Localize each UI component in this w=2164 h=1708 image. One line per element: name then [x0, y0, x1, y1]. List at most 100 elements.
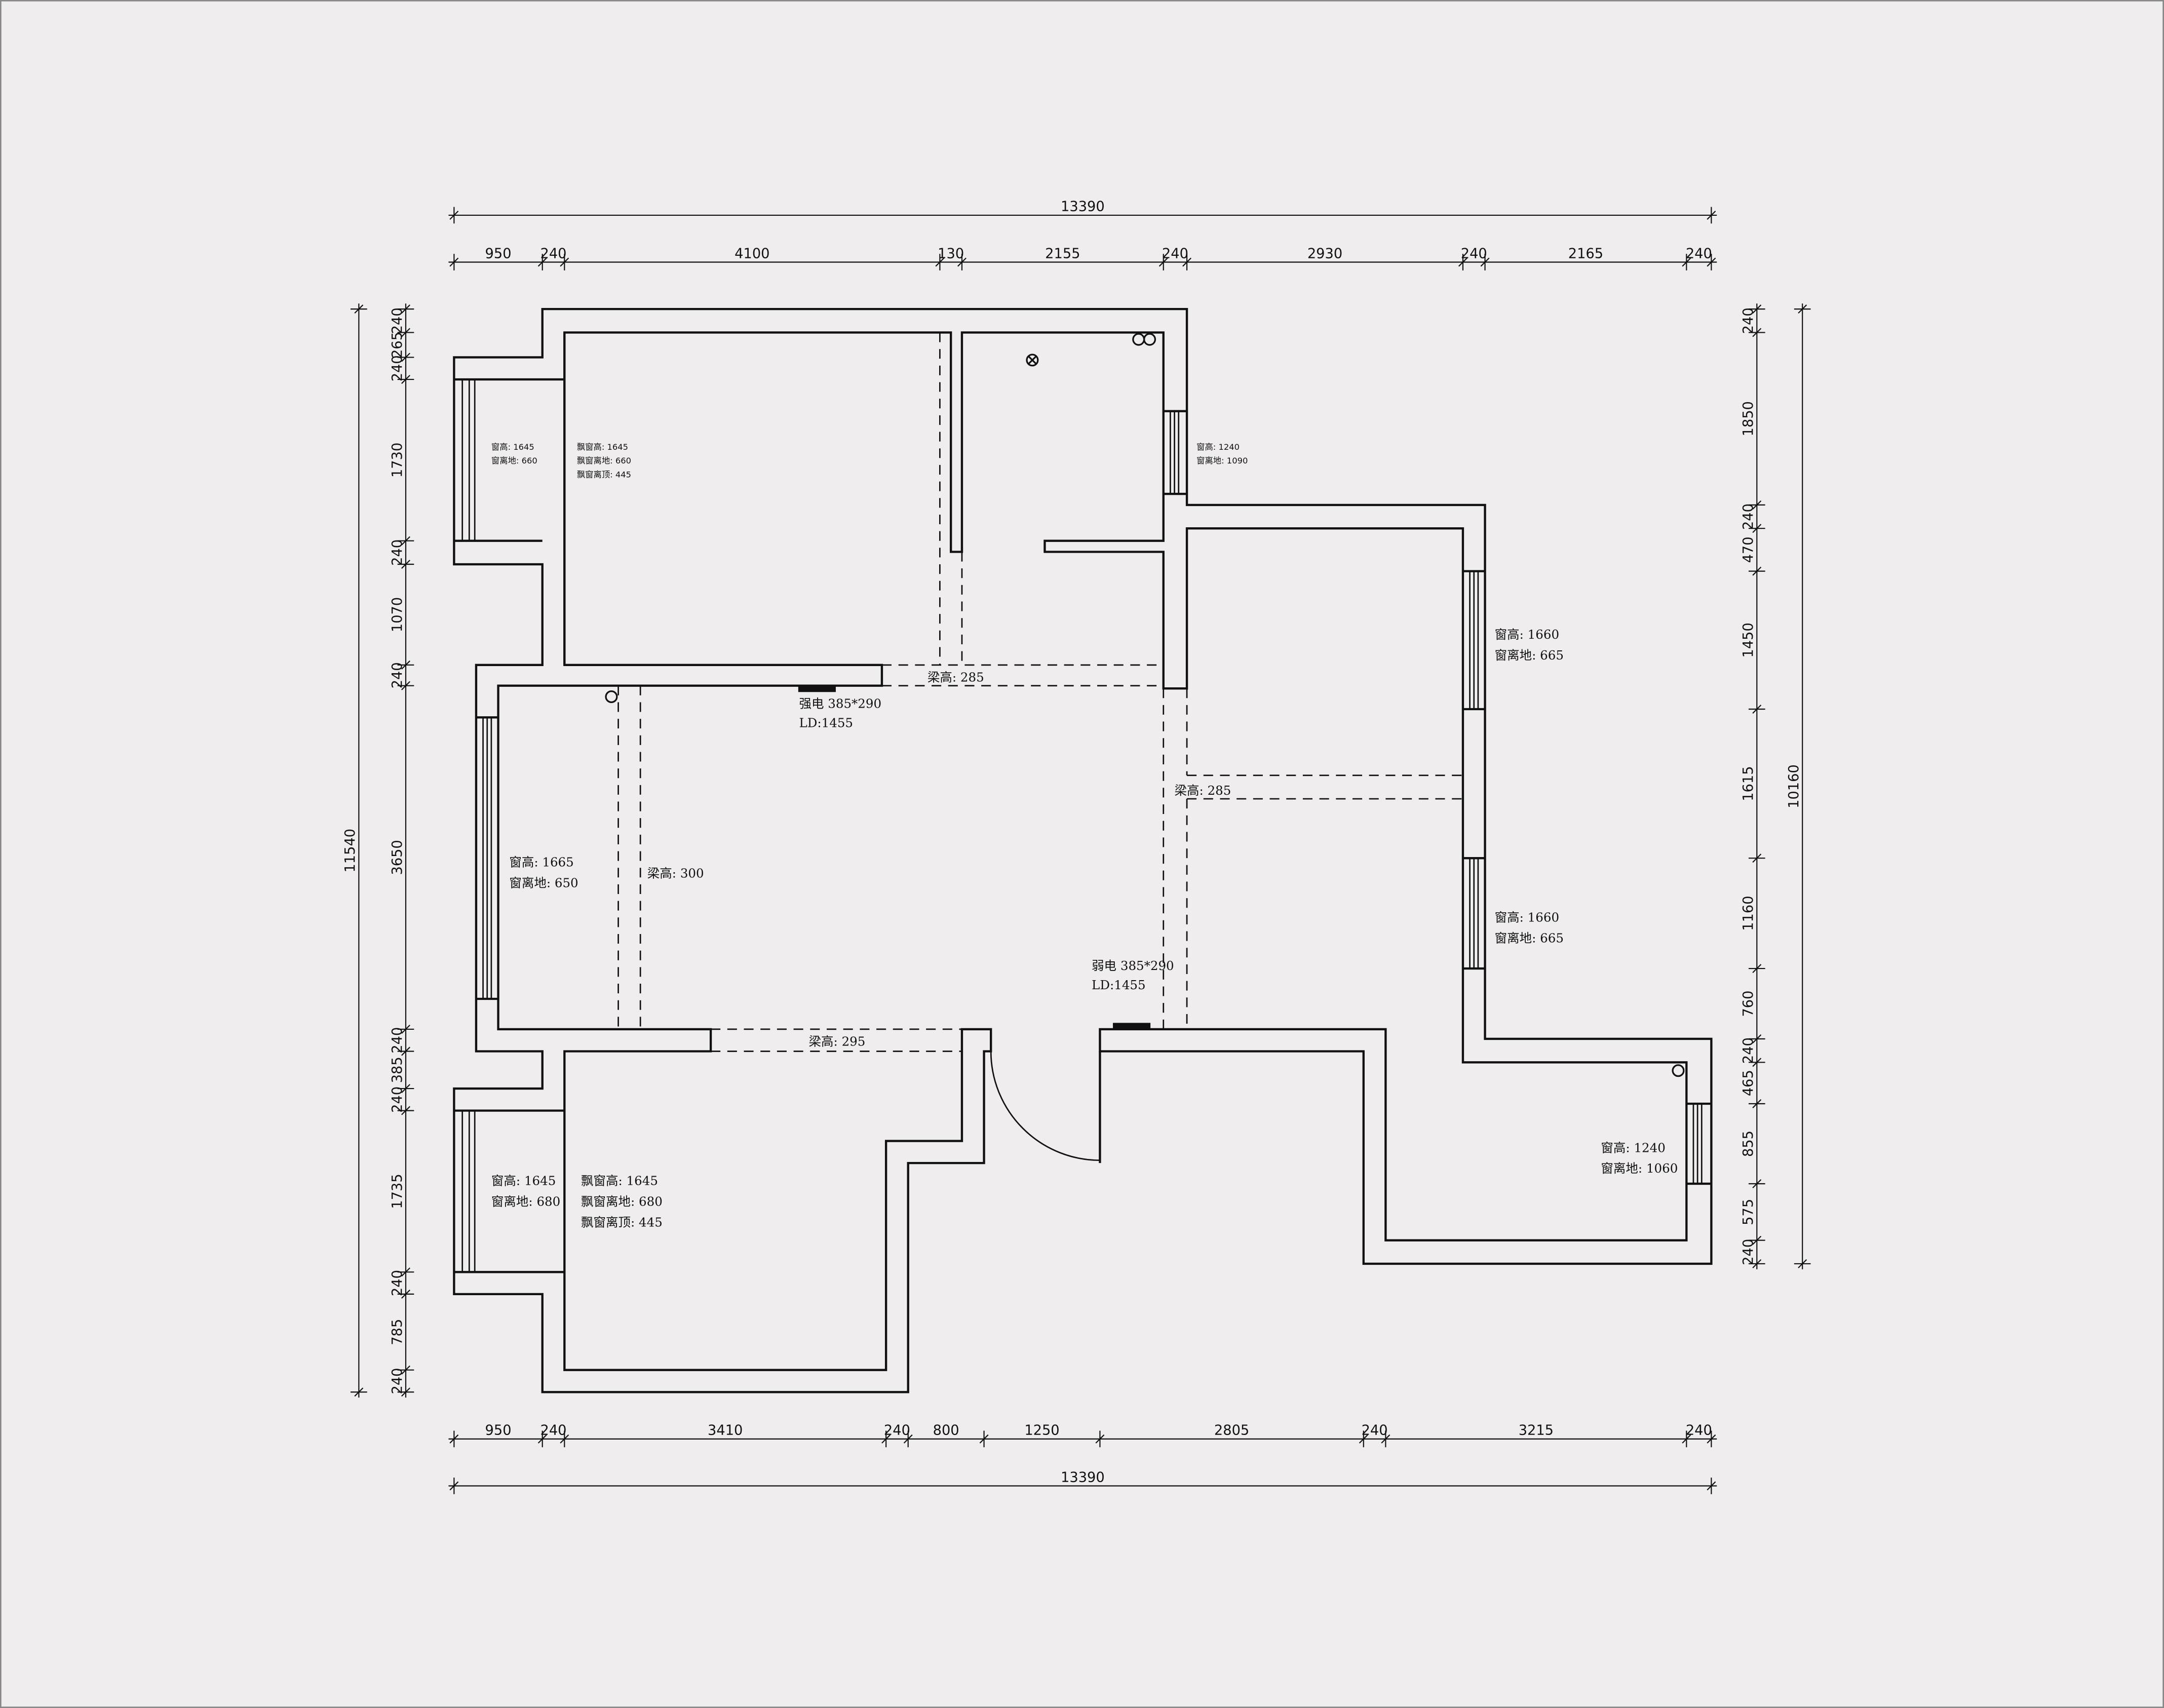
dim-label: 950 — [485, 1423, 512, 1439]
dim-label: 1850 — [1741, 401, 1756, 436]
dim-label: 575 — [1741, 1199, 1756, 1225]
dim-label: 240 — [390, 662, 405, 688]
window-bath — [1170, 411, 1180, 494]
dim-label: 240 — [884, 1423, 910, 1439]
bedroom2-win-sill: 窗离地: 680 — [491, 1194, 560, 1209]
bedroom2-win-height: 窗高: 1645 — [491, 1174, 556, 1188]
dim-label: 2165 — [1568, 246, 1603, 261]
dim-label: 240 — [1686, 1423, 1712, 1439]
dim-label: 800 — [933, 1423, 959, 1439]
window-right-1 — [1469, 571, 1479, 710]
beam-bottom — [711, 1028, 962, 1052]
dim-label: 855 — [1741, 1131, 1756, 1157]
dim-label: 240 — [390, 539, 405, 566]
bedroom2-bay-top: 飘窗离顶: 445 — [581, 1215, 663, 1229]
dim-label: 950 — [485, 246, 512, 261]
window-kitchen — [1692, 1103, 1703, 1184]
dim-label: 240 — [1686, 246, 1712, 261]
beam-right — [1163, 688, 1463, 1029]
dim-label: 1730 — [390, 443, 405, 478]
beam-left-label: 梁高: 300 — [647, 866, 704, 880]
dim-label: 130 — [938, 246, 964, 261]
right-win2-sill: 窗离地: 665 — [1495, 930, 1564, 945]
dim-label: 240 — [390, 1368, 405, 1394]
weak-elec-box — [1113, 1023, 1151, 1030]
door-swing — [990, 1051, 1100, 1161]
dim-label: 2805 — [1214, 1423, 1249, 1439]
dim-label: 3650 — [390, 840, 405, 875]
dim-label: 13390 — [1061, 1469, 1105, 1485]
dim-label: 240 — [1162, 246, 1188, 261]
weak-elec-ld: LD:1455 — [1092, 978, 1146, 992]
living-win-sill: 窗离地: 650 — [509, 875, 578, 890]
dim-label: 265 — [390, 332, 405, 358]
lower-left-bay — [454, 1109, 565, 1273]
dim-label: 3215 — [1519, 1423, 1554, 1439]
strong-elec-box — [798, 685, 836, 692]
bedroom1-win-sill: 窗离地: 660 — [491, 456, 537, 465]
bath-win-height: 窗高: 1240 — [1196, 442, 1240, 452]
dim-label: 1070 — [390, 597, 405, 632]
dim-label: 760 — [1741, 991, 1756, 1017]
dim-label: 385 — [390, 1057, 405, 1083]
dim-label: 11540 — [342, 829, 358, 873]
dim-label: 240 — [1741, 1239, 1756, 1265]
fixtures — [605, 333, 1685, 1077]
dim-label: 240 — [540, 246, 567, 261]
bath-win-sill: 窗离地: 1090 — [1196, 456, 1248, 465]
bedroom1-bay-height: 飘窗高: 1645 — [577, 442, 628, 452]
dim-label: 240 — [1362, 1423, 1388, 1439]
dim-label: 785 — [390, 1319, 405, 1345]
dim-label: 240 — [390, 307, 405, 334]
dim-label: 4100 — [735, 246, 769, 261]
dim-label: 1250 — [1024, 1423, 1059, 1439]
dim-label: 240 — [1741, 307, 1756, 334]
dim-label: 240 — [540, 1423, 567, 1439]
drain-icon-2 — [1143, 333, 1156, 346]
dim-label: 3410 — [708, 1423, 743, 1439]
kitchen-right-jamb — [1686, 1102, 1712, 1185]
dim-label: 1735 — [390, 1174, 405, 1209]
strong-elec-ld: LD:1455 — [799, 715, 853, 730]
beam-top-label: 梁高: 285 — [928, 670, 984, 685]
dim-label: 2930 — [1307, 246, 1342, 261]
bedroom1-win-height: 窗高: 1645 — [491, 442, 534, 452]
dim-label: 470 — [1741, 536, 1756, 563]
kitchen-win-height: 窗高: 1240 — [1601, 1140, 1665, 1155]
bedroom1-bay-top: 飘窗离顶: 445 — [577, 470, 631, 479]
window-right-2 — [1469, 858, 1479, 969]
beam-bath-dashed — [939, 332, 963, 665]
bedroom2-bay-height: 飘窗高: 1645 — [581, 1174, 658, 1188]
annotation-labels: 窗高: 1645 窗离地: 660 飘窗高: 1645 飘窗离地: 660 飘窗… — [491, 442, 1678, 1229]
dim-label: 1160 — [1741, 896, 1756, 930]
dim-label: 2155 — [1045, 246, 1080, 261]
dim-label: 1450 — [1741, 623, 1756, 657]
bedroom2-bay-sill: 飘窗离地: 680 — [581, 1194, 663, 1209]
strong-elec-label: 强电 385*290 — [799, 696, 881, 711]
window-living-left — [482, 717, 492, 999]
dimension-lines — [351, 207, 1811, 1494]
windows — [461, 379, 1703, 1272]
dim-label: 240 — [1461, 246, 1487, 261]
beam-bottom-label: 梁高: 295 — [809, 1034, 866, 1049]
dim-label: 240 — [390, 355, 405, 381]
kitchen-win-sill: 窗离地: 1060 — [1601, 1161, 1678, 1176]
dim-label: 465 — [1741, 1070, 1756, 1096]
dim-label: 10160 — [1786, 764, 1802, 808]
beam-left — [617, 685, 641, 1029]
beam-top — [881, 664, 1164, 687]
weak-elec-label: 弱电 385*290 — [1092, 958, 1174, 973]
pipe-icon-kitchen — [1672, 1064, 1685, 1077]
right-win1-sill: 窗离地: 665 — [1495, 648, 1564, 663]
dim-label: 240 — [390, 1086, 405, 1113]
dim-label: 240 — [1741, 503, 1756, 530]
window-upper-left — [461, 379, 476, 541]
bedroom1-bay-sill: 飘窗离地: 660 — [577, 456, 631, 465]
dim-label: 240 — [1741, 1037, 1756, 1064]
dim-label: 1615 — [1741, 766, 1756, 801]
floor-drain-icon — [1026, 354, 1039, 367]
dim-label: 13390 — [1061, 199, 1105, 215]
dimension-labels: 13390 950 240 4100 130 2155 240 2930 240 2165 240 9… — [342, 199, 1802, 1486]
